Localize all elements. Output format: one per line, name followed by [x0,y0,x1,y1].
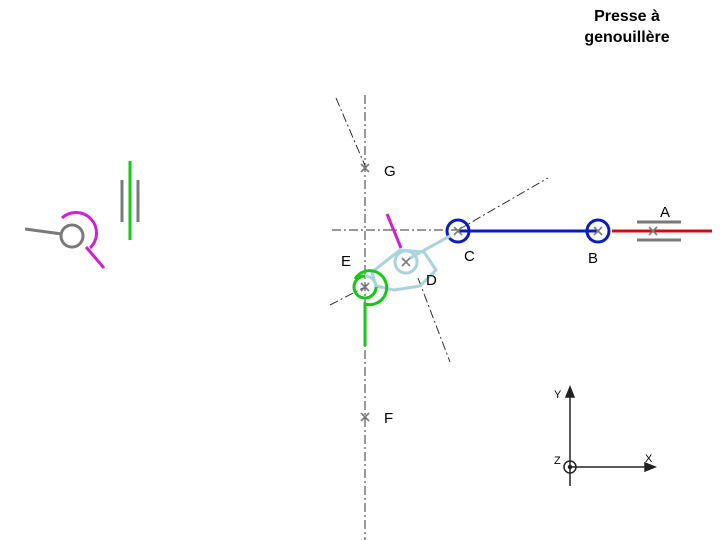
c-inclined-line [457,177,549,231]
g-inclined-line [335,97,367,169]
joint-c [445,218,471,244]
slide-guide-a [637,220,681,242]
point-markers [360,163,658,422]
title-line-1: Presse à [594,8,660,25]
axis-label-z: Z [554,455,561,467]
exploded-parts [24,161,140,269]
axis-label-x: X [645,453,653,465]
ground-pin-circle [59,223,85,249]
diagram-title: Presse à genouillère [562,6,692,48]
z-axis-dot-icon [567,464,573,470]
magenta-link [84,246,106,269]
cross-e [360,282,370,292]
x-axis-arrow-icon [644,461,658,473]
cross-f [360,412,370,422]
cross-g [360,163,370,173]
link-de [385,213,403,249]
title-line-2: genouillère [584,29,670,46]
link-ef [353,269,389,346]
joint-b [585,218,611,244]
label-d: D [426,272,437,289]
z-axis-circle-icon [563,460,577,474]
e-inclined-line [329,286,366,306]
joint-e-arc [352,274,378,300]
label-g: G [384,163,396,180]
label-c: C [464,248,475,265]
cross-c [453,226,463,236]
label-e: E [341,253,351,270]
cross-b [593,226,603,236]
axis-label-y: Y [554,389,562,401]
cross-a [648,226,658,236]
d-inclined-line [417,277,451,363]
y-axis-arrow-icon [564,384,576,398]
construction-lines [329,95,549,540]
label-f: F [384,410,393,427]
cross-d [401,257,411,267]
magenta-arc [60,211,98,250]
label-b: B [588,250,598,267]
ground-pin-link [24,227,63,236]
coordinate-frame [563,384,658,486]
label-a: A [660,204,670,221]
